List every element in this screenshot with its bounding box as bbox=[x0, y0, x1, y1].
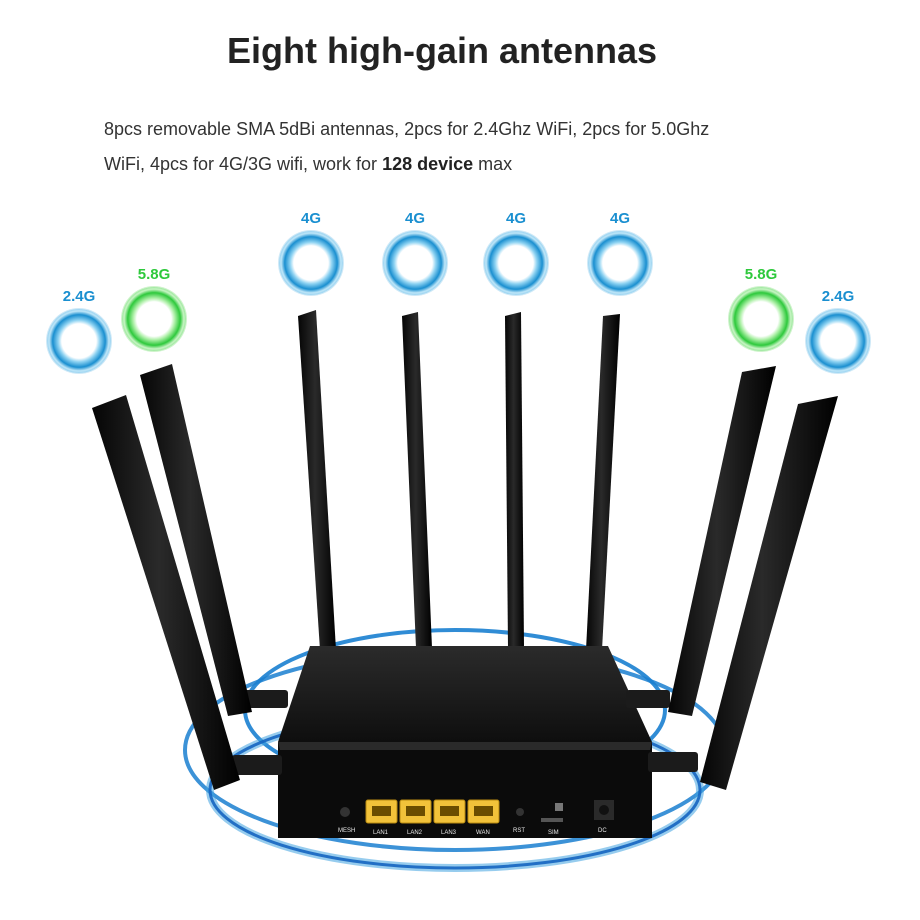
badge-4g-3: 4G bbox=[484, 210, 548, 295]
badge-label: 2.4G bbox=[821, 288, 855, 305]
signal-ring-icon bbox=[729, 287, 793, 351]
badge-label: 4G bbox=[505, 210, 526, 227]
badge-5.8g-left: 5.8G bbox=[122, 266, 186, 351]
port-label-wan: WAN bbox=[476, 830, 490, 836]
signal-ring-icon bbox=[279, 231, 343, 295]
device-count: 128 device bbox=[382, 154, 474, 174]
description-text: WiFi, 4pcs for 4G/3G wifi, work for bbox=[104, 154, 383, 174]
signal-ring-icon bbox=[122, 287, 186, 351]
description-line-1: 8pcs removable SMA 5dBi antennas, 2pcs f… bbox=[104, 119, 710, 139]
signal-ring-icon bbox=[383, 231, 447, 295]
antenna-4g-4 bbox=[586, 314, 620, 650]
port-label-mesh: MESH bbox=[338, 828, 355, 834]
description-suffix: max bbox=[473, 154, 513, 174]
antenna-4g-2 bbox=[402, 312, 432, 648]
badge-label: 4G bbox=[609, 210, 630, 227]
page-title: Eight high-gain antennas bbox=[227, 30, 657, 71]
port-label-lan2: LAN2 bbox=[407, 830, 423, 836]
port-panel: MESH LAN1 LAN2 LAN3 WAN RST SIM DC bbox=[338, 799, 614, 836]
antenna-5.8g-right bbox=[668, 366, 776, 716]
badge-label: 5.8G bbox=[137, 266, 171, 283]
signal-ring-icon bbox=[806, 309, 870, 373]
badge-4g-4: 4G bbox=[588, 210, 652, 295]
signal-ring-icon bbox=[588, 231, 652, 295]
description-line-2: WiFi, 4pcs for 4G/3G wifi, work for 128 … bbox=[104, 151, 844, 177]
badge-4g-2: 4G bbox=[383, 210, 447, 295]
port-label-dc: DC bbox=[598, 828, 607, 834]
badge-4g-1: 4G bbox=[279, 210, 343, 295]
badge-label: 5.8G bbox=[744, 266, 778, 283]
port-label-lan1: LAN1 bbox=[373, 830, 389, 836]
antenna-2.4g-left bbox=[92, 395, 240, 790]
port-label-sim: SIM bbox=[548, 830, 559, 836]
antenna-5.8g-left bbox=[140, 364, 252, 716]
signal-ring-icon bbox=[484, 231, 548, 295]
side-connectors bbox=[232, 690, 698, 775]
badge-2.4g-right: 2.4G bbox=[806, 288, 870, 373]
signal-ring-icon bbox=[47, 309, 111, 373]
badge-5.8g-right: 5.8G bbox=[729, 266, 793, 351]
badge-label: 4G bbox=[404, 210, 425, 227]
port-label-rst: RST bbox=[513, 828, 525, 834]
badge-label: 4G bbox=[300, 210, 321, 227]
port-label-lan3: LAN3 bbox=[441, 830, 457, 836]
badge-2.4g-left: 2.4G bbox=[47, 288, 111, 373]
antenna-4g-1 bbox=[298, 310, 336, 650]
antenna-2.4g-right bbox=[700, 396, 838, 790]
antenna-4g-3 bbox=[505, 312, 524, 648]
badge-label: 2.4G bbox=[62, 288, 96, 305]
